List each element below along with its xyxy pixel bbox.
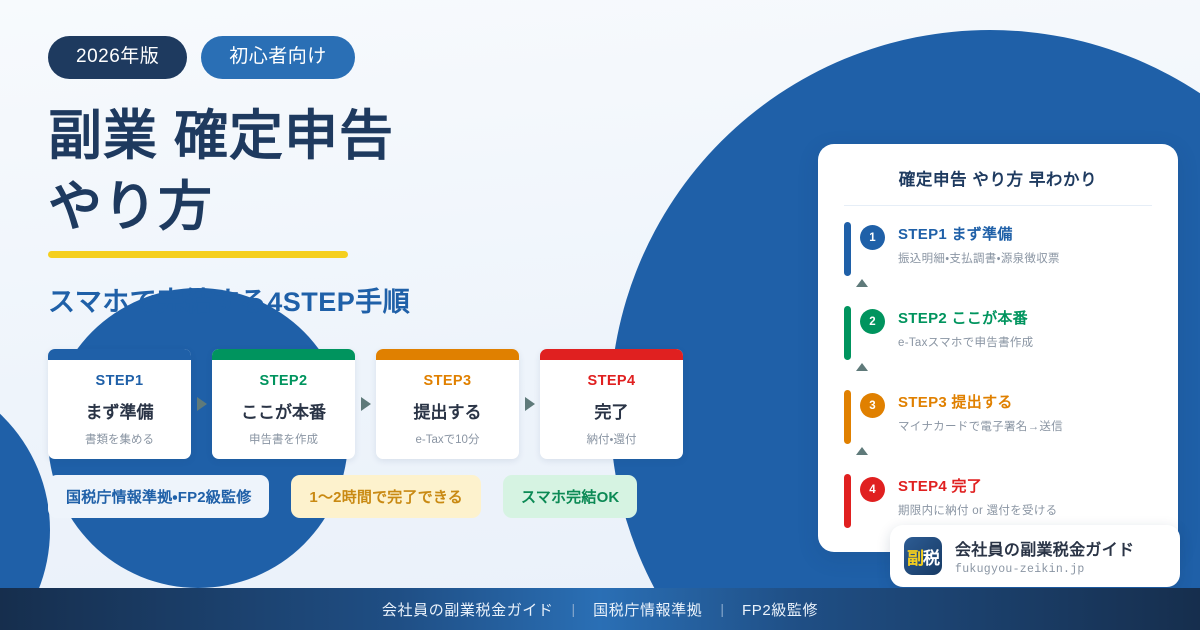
panel-step-desc: 振込明細・支払調書・源泉徴収票: [898, 253, 1060, 265]
panel-step-colorbar: [844, 474, 851, 528]
footer-items: 会社員の副業税金ガイド | 国税庁情報準拠 | FP2級監修: [382, 599, 818, 620]
step-card: STEP2 ここが本番 申告書を作成: [212, 349, 355, 459]
step-card-colorbar: [376, 349, 519, 360]
step-card-number: STEP1: [95, 373, 144, 389]
page-title-line2: やり方: [48, 177, 213, 238]
step-card-colorbar: [48, 349, 191, 360]
panel-step-desc: e-Taxスマホで申告書作成: [898, 337, 1034, 349]
brand-text: 会社員の副業税金ガイド fukugyou-zeikin.jp: [955, 536, 1134, 576]
panel-step-text: STEP2 ここが本番 e-Taxスマホで申告書作成: [898, 306, 1033, 350]
step-arrow-icon: [191, 349, 212, 459]
panel-step-colorbar: [844, 222, 851, 276]
footer-separator: |: [720, 601, 724, 617]
trust-chip-row: 国税庁情報準拠・FP2級監修 1〜2時間で完了できる スマホ完結OK: [48, 475, 638, 518]
panel-step-label: STEP4 完了: [898, 478, 983, 495]
panel-step-label: STEP2 ここが本番: [898, 310, 1028, 327]
step-card-desc: e-Taxで10分: [415, 434, 480, 446]
chip-source: 国税庁情報準拠・FP2級監修: [48, 475, 270, 518]
badge-level: 初心者向け: [201, 36, 355, 79]
page-subtitle: スマホで完結する4STEP手順: [48, 287, 411, 318]
step-card-title: まず準備: [85, 403, 154, 422]
step-card: STEP4 完了 納付・還付: [540, 349, 683, 459]
chip-mobile: スマホ完結OK: [503, 475, 638, 518]
site-logo-icon: 副税: [904, 537, 942, 575]
step-card-desc: 納付・還付: [586, 434, 637, 446]
step-card-row: STEP1 まず準備 書類を集める STEP2 ここが本番 申告書を作成 STE…: [48, 349, 683, 459]
step-card-number: STEP2: [259, 373, 308, 389]
badge-year: 2026年版: [48, 36, 188, 79]
panel-connector-arrow-icon: [856, 360, 1152, 374]
title-underline-accent: [48, 251, 348, 259]
brand-name: 会社員の副業税金ガイド: [955, 542, 1135, 559]
hero-block: 2026年版 初心者向け 副業 確定申告 やり方 スマホで完結する4STEP手順: [48, 36, 728, 319]
panel-step-text: STEP4 完了 期限内に納付 or 還付を受ける: [898, 474, 1057, 518]
panel-step-text: STEP1 まず準備 振込明細・支払調書・源泉徴収票: [898, 222, 1060, 266]
footer-separator: |: [571, 601, 576, 617]
step-card-desc: 申告書を作成: [249, 434, 318, 446]
footer-item-source: 国税庁情報準拠: [593, 601, 703, 619]
chip-duration: 1〜2時間で完了できる: [291, 475, 482, 518]
panel-heading: 確定申告 やり方 早わかり: [844, 166, 1152, 206]
step-card-title: ここが本番: [241, 403, 326, 422]
step-card-colorbar: [212, 349, 355, 360]
step-card-title: 完了: [594, 403, 629, 422]
panel-step-colorbar: [844, 306, 851, 360]
quick-summary-panel: 確定申告 やり方 早わかり 1 STEP1 まず準備 振込明細・支払調書・源泉徴…: [818, 144, 1178, 552]
panel-step-row: 2 STEP2 ここが本番 e-Taxスマホで申告書作成: [844, 306, 1152, 360]
brand-url: fukugyou-zeikin.jp: [955, 563, 1085, 576]
step-card-number: STEP3: [423, 373, 472, 389]
panel-step-number-badge: 3: [860, 393, 885, 418]
step-arrow-icon: [519, 349, 540, 459]
step-card-colorbar: [540, 349, 683, 360]
panel-step-desc: マイナカードで電子署名→送信: [898, 421, 1063, 433]
panel-step-number-badge: 2: [860, 309, 885, 334]
logo-char-zei: 税: [923, 548, 940, 568]
brand-card: 副税 会社員の副業税金ガイド fukugyou-zeikin.jp: [890, 525, 1180, 587]
panel-step-number-badge: 1: [860, 225, 885, 250]
panel-step-text: STEP3 提出する マイナカードで電子署名→送信: [898, 390, 1063, 434]
panel-step-desc: 期限内に納付 or 還付を受ける: [898, 505, 1058, 517]
step-card-desc: 書類を集める: [85, 434, 154, 446]
step-arrow-icon: [355, 349, 376, 459]
footer-item-supervisor: FP2級監修: [741, 601, 819, 619]
panel-connector-arrow-icon: [856, 444, 1152, 458]
step-card-title: 提出する: [413, 403, 482, 422]
panel-step-row: 4 STEP4 完了 期限内に納付 or 還付を受ける: [844, 474, 1152, 528]
step-card: STEP3 提出する e-Taxで10分: [376, 349, 519, 459]
footer-bar: 会社員の副業税金ガイド | 国税庁情報準拠 | FP2級監修: [0, 588, 1200, 630]
panel-step-label: STEP1 まず準備: [898, 226, 1013, 243]
panel-step-label: STEP3 提出する: [898, 394, 1013, 411]
panel-step-row: 3 STEP3 提出する マイナカードで電子署名→送信: [844, 390, 1152, 444]
badge-row: 2026年版 初心者向け: [48, 36, 728, 79]
panel-step-colorbar: [844, 390, 851, 444]
panel-step-number-badge: 4: [860, 477, 885, 502]
logo-char-fuku: 副: [907, 548, 924, 568]
page-title-line1: 副業 確定申告: [48, 105, 395, 166]
page-title: 副業 確定申告 やり方: [48, 101, 728, 244]
step-card: STEP1 まず準備 書類を集める: [48, 349, 191, 459]
panel-connector-arrow-icon: [856, 276, 1152, 290]
step-card-number: STEP4: [587, 373, 636, 389]
footer-item-site: 会社員の副業税金ガイド: [381, 601, 554, 619]
panel-step-row: 1 STEP1 まず準備 振込明細・支払調書・源泉徴収票: [844, 222, 1152, 276]
